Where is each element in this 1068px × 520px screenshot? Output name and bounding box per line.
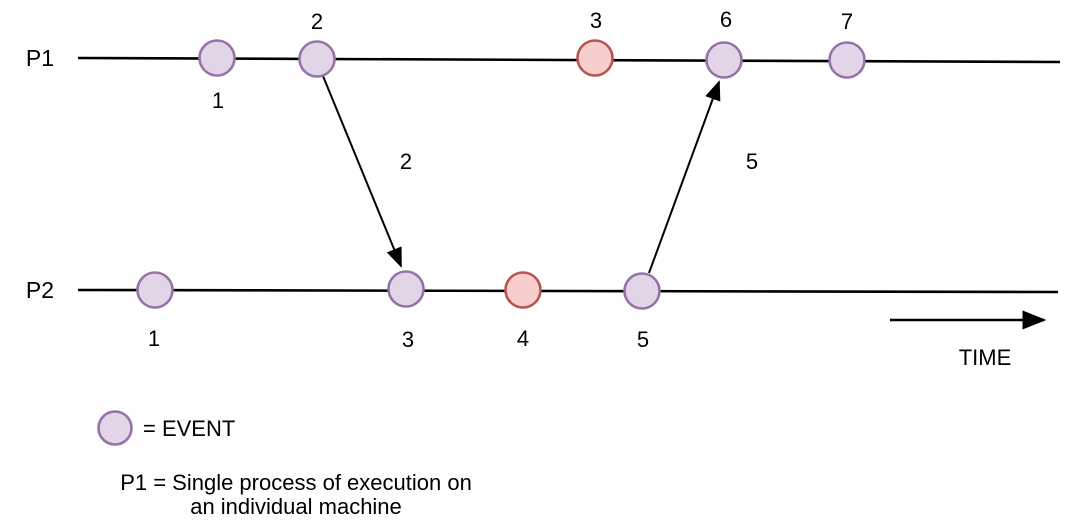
message-arrow-p2e5-to-p1e6	[648, 80, 721, 274]
p2-event-3-label: 3	[402, 327, 414, 352]
p1-event-1-label: 1	[212, 88, 224, 113]
legend-p1-definition-line2: an individual machine	[190, 494, 402, 519]
p1-event-3-label: 3	[590, 8, 602, 33]
message-arrow-2-label: 5	[746, 149, 758, 174]
p2-process-label: P2	[26, 277, 54, 303]
p1-timeline	[77, 56, 1061, 64]
p1-event-2	[298, 40, 336, 78]
legend-event-label: = EVENT	[143, 416, 235, 441]
p2-event-1-label: 1	[148, 326, 160, 351]
p1-process-label: P1	[26, 45, 54, 71]
p1-event-7	[828, 41, 866, 79]
p2-event-5	[623, 272, 661, 310]
p1-event-1	[198, 39, 236, 77]
p1-event-3	[576, 39, 614, 77]
p2-event-3	[387, 270, 425, 308]
p2-timeline	[77, 288, 1059, 294]
p2-event-4	[504, 271, 542, 309]
message-arrow-1-label: 2	[400, 149, 412, 174]
p2-event-1	[136, 271, 174, 309]
p2-event-5-label: 5	[637, 327, 649, 352]
legend-event-swatch	[97, 410, 133, 446]
message-arrow-p1e2-to-p2e3	[322, 75, 402, 268]
p1-event-6	[705, 41, 743, 79]
legend-p1-definition-line1: P1 = Single process of execution on	[120, 470, 472, 495]
p1-event-7-label: 7	[841, 9, 853, 34]
p1-event-6-label: 6	[720, 7, 732, 32]
time-axis-label: TIME	[959, 345, 1012, 370]
p1-event-2-label: 2	[311, 9, 323, 34]
p2-event-4-label: 4	[517, 326, 529, 351]
